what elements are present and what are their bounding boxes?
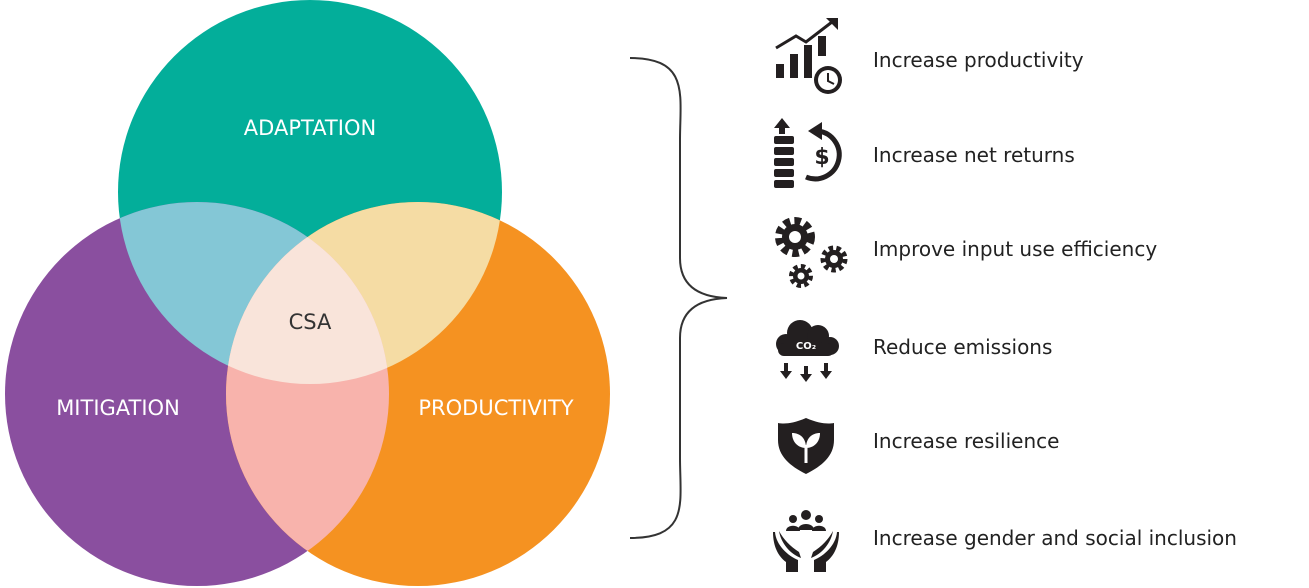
curly-brace	[629, 57, 728, 539]
svg-text:$: $	[814, 145, 829, 170]
hands-people-icon	[773, 510, 839, 572]
adaptation-label: ADAPTATION	[244, 116, 376, 140]
productivity-label: PRODUCTIVITY	[418, 396, 573, 420]
benefit-label-emissions: Reduce emissions	[873, 335, 1052, 359]
venn-diagram: ADAPTATION MITIGATION PRODUCTIVITY CSA	[5, 0, 610, 586]
net-returns-icon: $	[774, 118, 842, 188]
co2-text: CO₂	[796, 341, 816, 352]
mitigation-label: MITIGATION	[56, 396, 180, 420]
shield-plant-icon	[778, 418, 834, 474]
benefit-label-net-returns: Increase net returns	[873, 143, 1075, 167]
benefit-label-inclusion: Increase gender and social inclusion	[873, 526, 1237, 550]
gears-icon	[775, 217, 848, 288]
benefit-label-resilience: Increase resilience	[873, 429, 1059, 453]
productivity-chart-icon	[775, 18, 842, 94]
csa-label: CSA	[289, 310, 332, 334]
co2-cloud-icon: CO₂	[776, 320, 839, 382]
benefit-label-productivity: Increase productivity	[873, 48, 1084, 72]
benefit-label-input-efficiency: Improve input use efficiency	[873, 237, 1157, 261]
